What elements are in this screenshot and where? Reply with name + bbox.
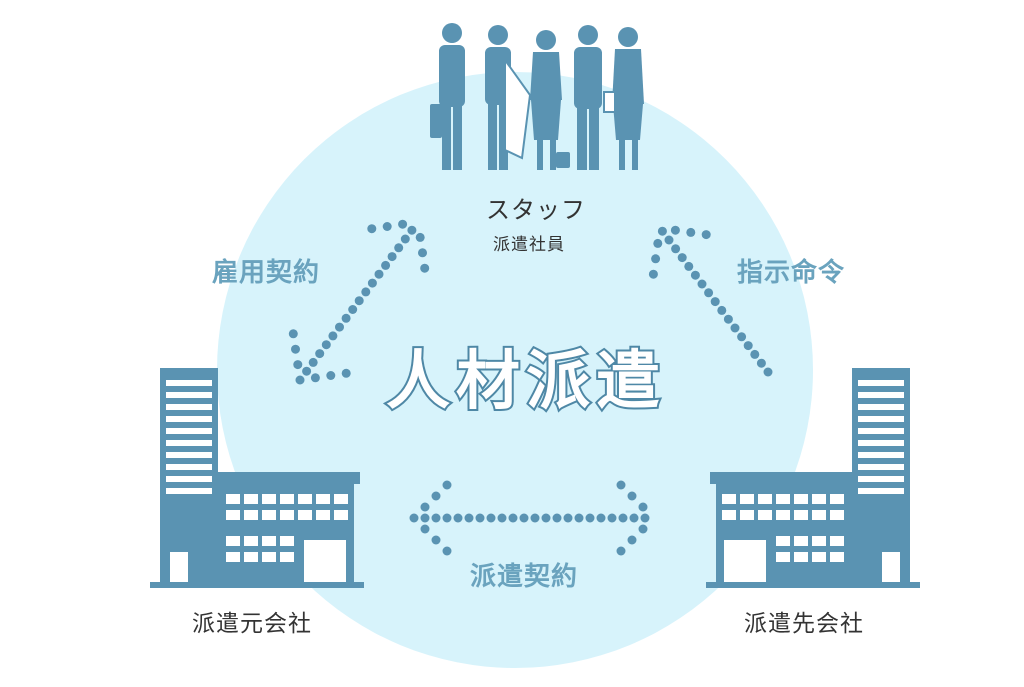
right-building-icon bbox=[706, 368, 920, 588]
left-building-icon bbox=[150, 368, 364, 588]
instruction-command-label: 指示命令 bbox=[737, 258, 846, 288]
background-circle bbox=[217, 72, 813, 668]
dispatch-arrow bbox=[409, 480, 650, 556]
dispatch-contract-label: 派遣契約 bbox=[470, 562, 579, 592]
employment-arrow bbox=[288, 219, 430, 385]
left-company-label: 派遣元会社 bbox=[192, 611, 312, 637]
staff-people-icon bbox=[430, 23, 644, 170]
staff-subtitle: 派遣社員 bbox=[493, 235, 565, 255]
staff-title: スタッフ bbox=[486, 196, 586, 224]
instruction-arrow bbox=[648, 225, 773, 377]
center-title: 人材派遣 bbox=[384, 343, 666, 421]
employment-contract-label: 雇用契約 bbox=[212, 258, 321, 288]
right-company-label: 派遣先会社 bbox=[744, 611, 864, 637]
